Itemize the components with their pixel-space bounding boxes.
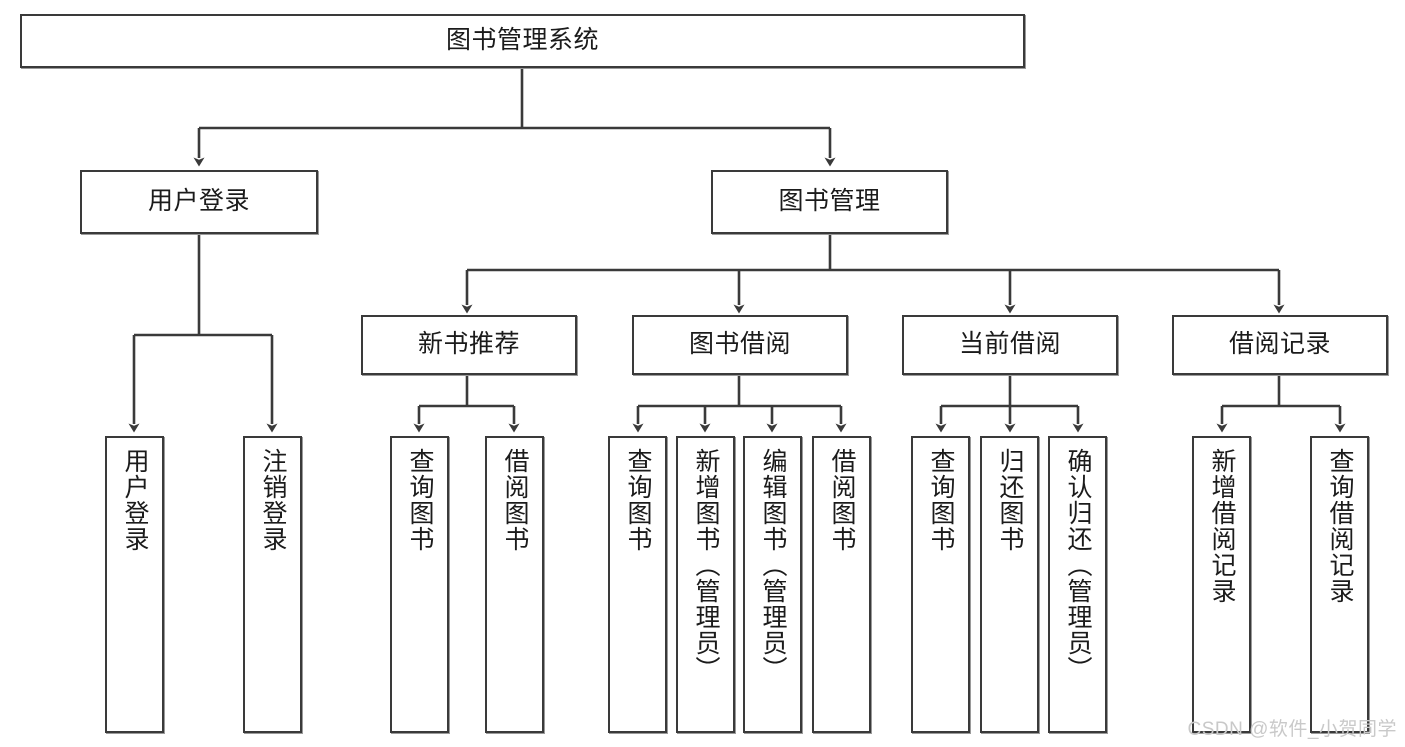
node-book-management[interactable]: 图书管理 — [711, 170, 948, 234]
leaf-new-book-query[interactable]: 查询图书 — [390, 436, 449, 733]
node-user-login-label: 用户登录 — [147, 187, 250, 216]
leaf-user-login-logout-label: 注销登录 — [259, 448, 287, 552]
node-book-borrow-label: 图书借阅 — [688, 330, 791, 359]
leaf-new-book-borrow[interactable]: 借阅图书 — [485, 436, 544, 733]
node-borrow-record[interactable]: 借阅记录 — [1172, 315, 1388, 375]
leaf-book-borrow-edit[interactable]: 编辑图书（管理员） — [743, 436, 802, 733]
node-user-login[interactable]: 用户登录 — [80, 170, 318, 234]
leaf-borrow-record-add[interactable]: 新增借阅记录 — [1192, 436, 1251, 733]
leaf-user-login-login-label: 用户登录 — [121, 448, 149, 552]
leaf-current-borrow-return-label: 归还图书 — [996, 448, 1024, 552]
node-borrow-record-label: 借阅记录 — [1228, 330, 1331, 359]
leaf-new-book-borrow-label: 借阅图书 — [501, 448, 529, 552]
leaf-user-login-logout[interactable]: 注销登录 — [243, 436, 302, 733]
node-new-book-recommend[interactable]: 新书推荐 — [361, 315, 577, 375]
node-root-system-label: 图书管理系统 — [445, 26, 599, 55]
leaf-user-login-login[interactable]: 用户登录 — [105, 436, 164, 733]
leaf-book-borrow-borrow-label: 借阅图书 — [828, 448, 856, 552]
leaf-current-borrow-confirm-label: 确认归还（管理员） — [1064, 448, 1092, 682]
node-book-borrow[interactable]: 图书借阅 — [632, 315, 848, 375]
node-root-system[interactable]: 图书管理系统 — [20, 14, 1025, 68]
node-book-management-label: 图书管理 — [778, 187, 881, 216]
leaf-current-borrow-query[interactable]: 查询图书 — [911, 436, 970, 733]
node-current-borrow-label: 当前借阅 — [958, 330, 1061, 359]
leaf-book-borrow-add[interactable]: 新增图书（管理员） — [676, 436, 735, 733]
csdn-watermark: CSDN @软件_小贺同学 — [1187, 719, 1397, 740]
leaf-new-book-query-label: 查询图书 — [406, 448, 434, 552]
leaf-borrow-record-query[interactable]: 查询借阅记录 — [1310, 436, 1369, 733]
node-current-borrow[interactable]: 当前借阅 — [902, 315, 1118, 375]
leaf-book-borrow-query[interactable]: 查询图书 — [608, 436, 667, 733]
leaf-current-borrow-query-label: 查询图书 — [927, 448, 955, 552]
leaf-current-borrow-confirm[interactable]: 确认归还（管理员） — [1048, 436, 1107, 733]
leaf-current-borrow-return[interactable]: 归还图书 — [980, 436, 1039, 733]
leaf-book-borrow-edit-label: 编辑图书（管理员） — [759, 448, 787, 682]
node-new-book-recommend-label: 新书推荐 — [417, 330, 520, 359]
leaf-borrow-record-query-label: 查询借阅记录 — [1326, 448, 1354, 604]
leaf-book-borrow-borrow[interactable]: 借阅图书 — [812, 436, 871, 733]
leaf-borrow-record-add-label: 新增借阅记录 — [1208, 448, 1236, 604]
leaf-book-borrow-query-label: 查询图书 — [624, 448, 652, 552]
leaf-book-borrow-add-label: 新增图书（管理员） — [692, 448, 720, 682]
